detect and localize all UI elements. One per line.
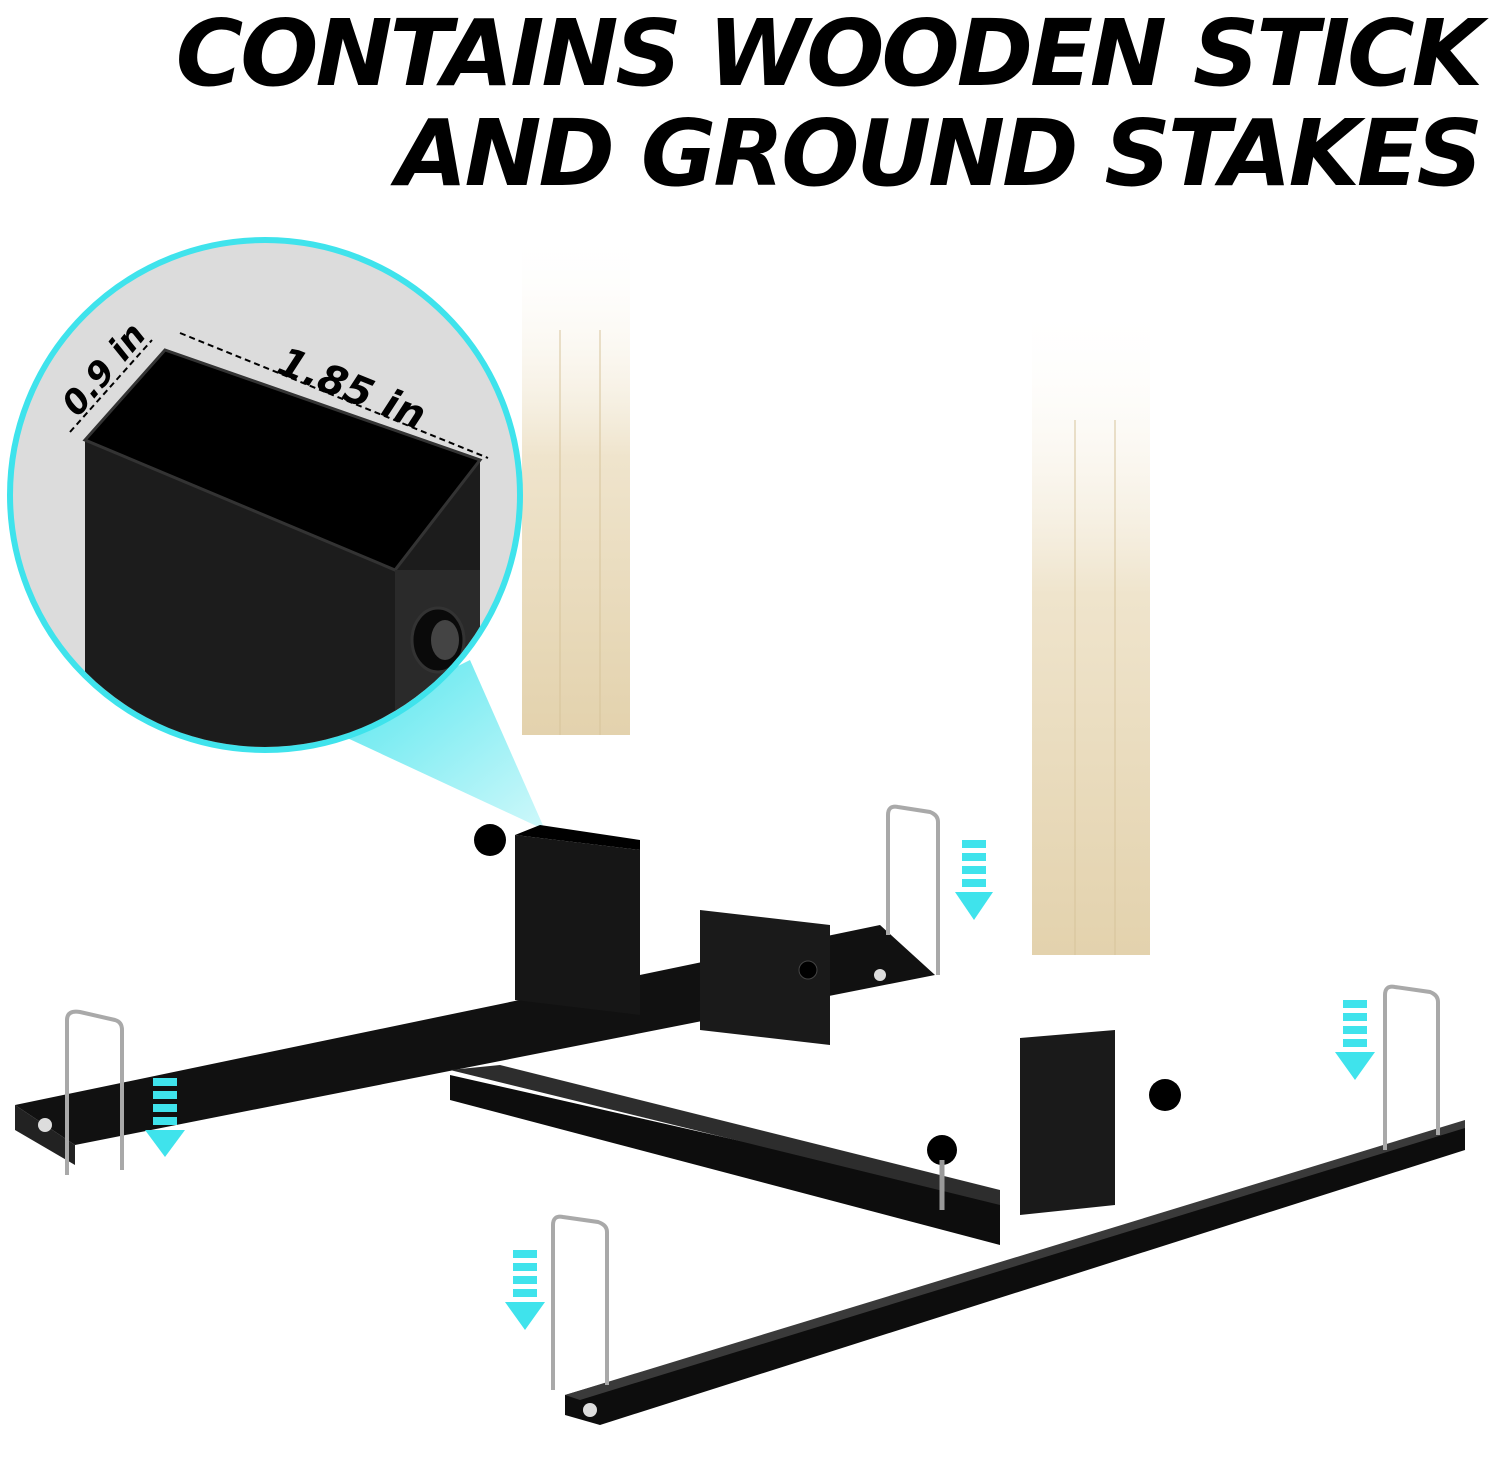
- ground-stakes: [65, 804, 1440, 1390]
- headline-line-1: CONTAINS WOODEN STICK: [175, 0, 1483, 107]
- ground-stand-base: [15, 824, 1465, 1425]
- down-arrow-icon: [145, 1078, 185, 1157]
- down-arrow-icon: [955, 840, 993, 920]
- down-arrow-icon: [1335, 1000, 1375, 1080]
- wooden-stick-left: [522, 230, 630, 735]
- ground-stake: [886, 804, 940, 975]
- ground-stake: [65, 1009, 124, 1175]
- callout-pointer: [330, 660, 545, 830]
- wooden-stick-right: [1032, 300, 1150, 955]
- insert-arrows: [145, 840, 1375, 1330]
- down-arrow-icon: [505, 1250, 545, 1330]
- headline-line-2: AND GROUND STAKES: [396, 100, 1483, 207]
- ground-stake: [1383, 984, 1440, 1150]
- ground-stake: [551, 1214, 609, 1390]
